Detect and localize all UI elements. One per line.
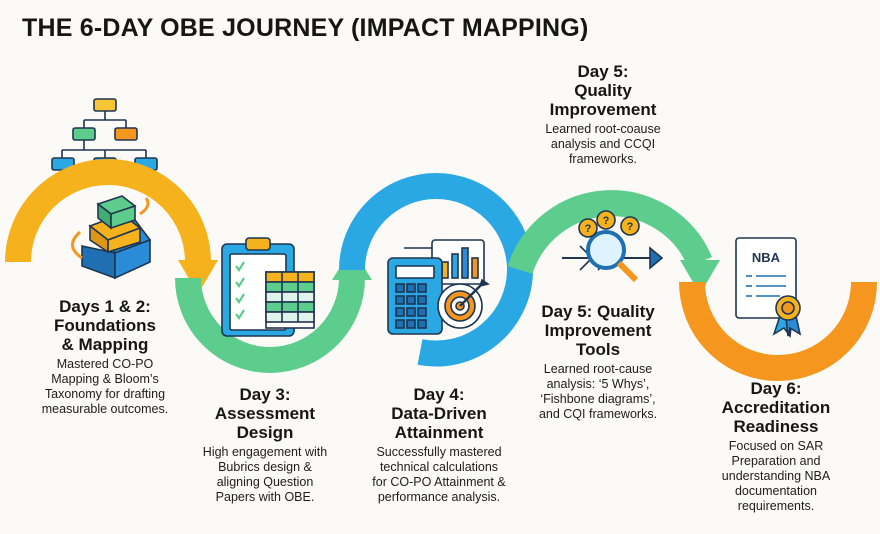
arc-day-1-2 (5, 159, 218, 294)
nba-certificate-icon: NBA (735, 237, 802, 339)
page-title: THE 6-DAY OBE JOURNEY (IMPACT MAPPING) (22, 14, 589, 42)
calculator-target-icon (387, 239, 490, 335)
svg-text:?: ? (585, 223, 592, 235)
arc-day-6 (679, 281, 877, 381)
arc-day-5 (507, 190, 720, 294)
step-heading: Days 1 & 2:Foundations& Mapping (54, 297, 156, 354)
stacked-cubes-icon (71, 195, 152, 280)
svg-text:?: ? (627, 221, 634, 233)
arc-day-4 (339, 173, 533, 367)
svg-text:?: ? (603, 215, 610, 227)
step-day-1-2: Days 1 & 2:Foundations& Mapping Mastered… (12, 297, 198, 417)
clipboard-rubric-icon (221, 237, 315, 337)
nba-label: NBA (752, 250, 781, 265)
fishbone-magnifier-icon: ??? (562, 210, 664, 283)
